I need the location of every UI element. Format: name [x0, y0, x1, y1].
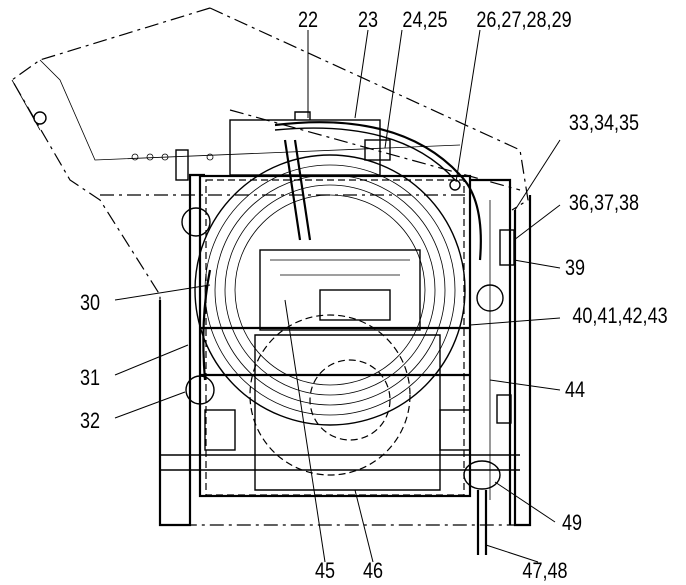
callout-39: 39	[565, 256, 585, 280]
hood-hinge-bolt	[33, 111, 47, 125]
hood-inner-line	[100, 109, 521, 196]
callout-33-35: 33,34,35	[569, 111, 639, 135]
hose-loop-right	[476, 284, 504, 312]
bracket-36	[499, 229, 515, 266]
fan-shroud-ring	[234, 194, 426, 386]
callout-40-43: 40,41,42,43	[572, 304, 667, 328]
valve-24	[364, 139, 391, 161]
leader-49	[494, 481, 556, 523]
cross-member	[160, 454, 520, 471]
lower-hose	[202, 269, 212, 381]
callout-47-48: 47,48	[522, 559, 567, 583]
right-frame	[470, 178, 532, 527]
callout-32: 32	[80, 409, 100, 433]
engine-mount-right	[439, 409, 471, 451]
oil-pan	[254, 334, 441, 491]
upper-hose-inner	[274, 127, 456, 181]
fan-shroud-ring	[214, 174, 446, 406]
callout-24-25: 24,25	[402, 8, 447, 32]
callout-45: 45	[315, 559, 335, 583]
callout-22: 22	[298, 8, 318, 32]
leader-47	[485, 544, 539, 563]
leader-44	[489, 379, 561, 391]
fan-hidden	[249, 314, 411, 476]
fan-hub-hidden	[309, 359, 391, 441]
panel-hole	[131, 153, 139, 161]
leader-31	[114, 344, 189, 376]
leader-45	[284, 299, 326, 563]
engine-mount-left	[204, 409, 236, 451]
leader-39	[513, 259, 561, 269]
fan-shroud-ring	[204, 164, 456, 416]
hose-clamp	[181, 207, 211, 237]
callout-44: 44	[565, 378, 585, 402]
fan-shroud-outer	[194, 154, 466, 426]
left-frame	[158, 173, 205, 527]
radiator-frame	[198, 174, 472, 498]
leader-24	[384, 29, 403, 149]
callout-49: 49	[562, 511, 582, 535]
leader-46	[354, 489, 374, 563]
callout-46: 46	[363, 559, 383, 583]
engine-block	[259, 249, 421, 331]
leader-32	[114, 391, 186, 419]
callout-31: 31	[80, 366, 100, 390]
bracket-lower	[496, 394, 512, 424]
radiator-top-tank	[229, 119, 381, 176]
leader-33	[514, 139, 561, 211]
bracket	[175, 149, 189, 181]
engine-cover	[319, 289, 391, 321]
leader-40	[469, 317, 561, 326]
hood-outline	[11, 7, 530, 526]
filler-cap	[294, 111, 311, 120]
callout-30: 30	[80, 291, 100, 315]
callout-36-38: 36,37,38	[569, 191, 639, 215]
engine-detail	[270, 259, 410, 276]
radiator-core-hidden	[205, 179, 465, 496]
intake-pipe	[283, 139, 312, 241]
hose-loop	[185, 375, 215, 405]
leader-30	[114, 284, 211, 301]
leader-36	[513, 204, 561, 241]
callout-23: 23	[358, 8, 378, 32]
leader-26	[455, 29, 481, 183]
drain-pipe	[476, 490, 488, 555]
clamp-26	[449, 179, 461, 191]
leader-23	[354, 29, 369, 119]
panel-hole	[206, 153, 214, 161]
reservoir-49	[463, 460, 501, 490]
panel-hole	[161, 153, 169, 161]
callout-26-29: 26,27,28,29	[476, 8, 571, 32]
hood-front-lip	[11, 59, 461, 161]
upper-hose	[274, 121, 482, 261]
fan-shroud-ring	[224, 184, 436, 396]
panel-hole	[146, 153, 154, 161]
